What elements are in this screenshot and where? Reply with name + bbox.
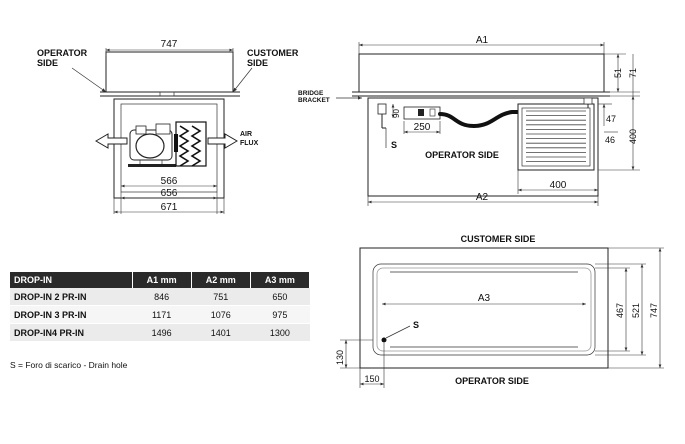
plan-drain-s-label: S bbox=[413, 320, 419, 330]
front-view: 747 OPERATOR SIDE CUSTOMER SIDE bbox=[37, 39, 299, 214]
air-flux-arrow-left bbox=[95, 133, 128, 149]
plan-well-outer bbox=[372, 263, 596, 356]
front-top-slab bbox=[105, 51, 234, 93]
table-header-a1: A1 mm bbox=[132, 272, 192, 288]
dim-90-label: 90 bbox=[392, 109, 401, 118]
dim-656-label: 656 bbox=[161, 188, 178, 199]
table-cell-a3: 1300 bbox=[250, 323, 310, 342]
condenser-fan-icon bbox=[174, 121, 207, 167]
table-cell-model: DROP-IN 3 PR-IN bbox=[10, 305, 133, 324]
table-row: DROP-IN 2 PR-IN 846 751 650 bbox=[10, 288, 310, 306]
operator-side-label-l2: SIDE bbox=[37, 58, 58, 68]
table-row: DROP-IN4 PR-IN 1496 1401 1300 bbox=[10, 323, 310, 342]
air-flux-label-l2: FLUX bbox=[240, 140, 259, 147]
plan-drain-hole bbox=[381, 337, 387, 343]
front-bracket bbox=[159, 91, 175, 97]
dim-521-label: 521 bbox=[631, 303, 641, 318]
table-cell-model: DROP-IN 2 PR-IN bbox=[10, 288, 133, 306]
dim-46-label: 46 bbox=[605, 135, 615, 145]
grille-slats bbox=[526, 110, 586, 163]
side-unit-body bbox=[367, 97, 599, 197]
dim-47-label: 47 bbox=[606, 114, 616, 124]
customer-side-label-l2: SIDE bbox=[247, 58, 268, 68]
bridge-bracket-l2: BRACKET bbox=[298, 97, 330, 104]
dim-150-label: 150 bbox=[364, 374, 379, 384]
side-top-slab bbox=[358, 53, 605, 93]
drain-fitting bbox=[377, 103, 387, 115]
power-cable bbox=[438, 110, 520, 129]
compressor-icon bbox=[128, 123, 176, 167]
air-flux-arrow-right bbox=[207, 133, 238, 149]
air-flux-label-l1: AIR bbox=[240, 131, 252, 138]
dim-a3-label: A3 bbox=[478, 293, 491, 304]
table-header-model: DROP-IN bbox=[10, 272, 133, 288]
side-view: A1 51 71 BRIDGE BRACKET S 90 bbox=[298, 35, 640, 206]
dim-400-right-label: 400 bbox=[628, 129, 638, 144]
table-header-a2: A2 mm bbox=[191, 272, 251, 288]
table-cell-model: DROP-IN4 PR-IN bbox=[10, 323, 133, 342]
dim-71-label: 71 bbox=[628, 68, 638, 78]
dim-671-label: 671 bbox=[161, 202, 178, 213]
front-unit-inner bbox=[120, 103, 218, 193]
table-cell-a2: 751 bbox=[191, 288, 251, 306]
table-cell-a2: 1076 bbox=[191, 305, 251, 324]
dim-747-label: 747 bbox=[161, 39, 178, 50]
operator-leader bbox=[71, 67, 107, 93]
table-cell-a3: 975 bbox=[250, 305, 310, 324]
dim-a1-label: A1 bbox=[476, 35, 489, 46]
plan-operator-side-label: OPERATOR SIDE bbox=[455, 376, 529, 386]
operator-side-label-l1: OPERATOR bbox=[37, 48, 88, 58]
dim-400-label: 400 bbox=[550, 180, 567, 191]
side-drain-s-label: S bbox=[391, 140, 397, 150]
ventilation-grille bbox=[517, 103, 595, 171]
drain-hole-note: S = Foro di scarico - Drain hole bbox=[10, 360, 128, 370]
grille-clip bbox=[583, 97, 593, 105]
table-cell-a1: 1171 bbox=[132, 305, 192, 324]
dim-130-label: 130 bbox=[335, 350, 345, 365]
table-cell-a2: 1401 bbox=[191, 323, 251, 342]
customer-side-label-l1: CUSTOMER bbox=[247, 48, 299, 58]
side-operator-label: OPERATOR SIDE bbox=[425, 150, 499, 160]
table-cell-a1: 846 bbox=[132, 288, 192, 306]
plan-outer-frame bbox=[359, 247, 609, 369]
dim-566-label: 566 bbox=[161, 176, 178, 187]
model-dimensions-table: DROP-IN A1 mm A2 mm A3 mm DROP-IN 2 PR-I… bbox=[10, 272, 311, 342]
dim-467-label: 467 bbox=[615, 303, 625, 318]
bridge-bracket-l1: BRIDGE bbox=[298, 90, 324, 97]
dim-51-label: 51 bbox=[613, 68, 623, 78]
dim-250-label: 250 bbox=[414, 122, 431, 133]
plan-customer-side-label: CUSTOMER SIDE bbox=[461, 234, 536, 244]
dim-747-plan-label: 747 bbox=[649, 303, 659, 318]
table-row: DROP-IN 3 PR-IN 1171 1076 975 bbox=[10, 305, 310, 324]
table-header-a3: A3 mm bbox=[250, 272, 311, 288]
customer-leader bbox=[232, 67, 253, 93]
plan-view: CUSTOMER SIDE A3 S 467 521 747 130 bbox=[335, 234, 664, 388]
table-cell-a1: 1496 bbox=[132, 323, 192, 342]
table-header-row: DROP-IN A1 mm A2 mm A3 mm bbox=[10, 272, 311, 288]
dim-a2-label: A2 bbox=[476, 192, 489, 203]
table-cell-a3: 650 bbox=[250, 288, 310, 306]
plan-well-inner bbox=[376, 267, 592, 352]
